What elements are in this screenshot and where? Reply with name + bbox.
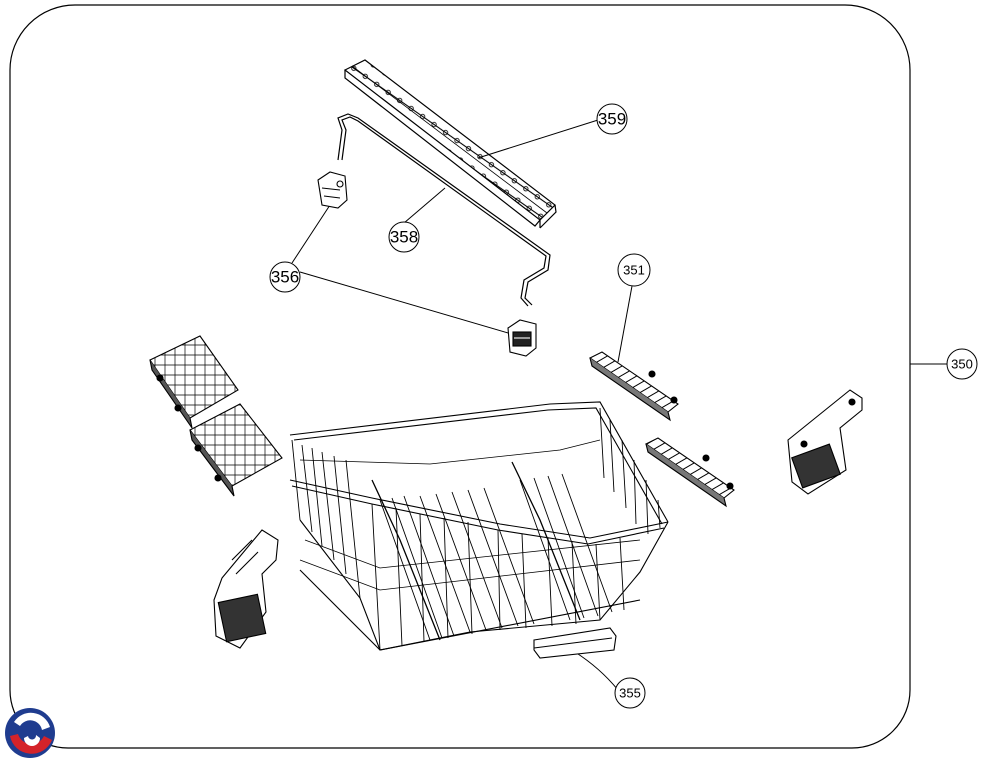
part-rack-adjuster-left — [213, 529, 279, 649]
part-rack-adjuster-right — [787, 389, 863, 495]
callout-355: 355 — [614, 677, 646, 709]
frame-border — [9, 4, 911, 749]
svg-text:355: 355 — [619, 686, 641, 701]
leader-356-b — [299, 271, 516, 336]
company-logo-icon — [5, 708, 55, 758]
callout-351: 351 — [617, 253, 651, 287]
part-356-rail-clip-lower — [507, 319, 537, 357]
part-350-upper-basket — [289, 401, 669, 651]
part-left-tine-rack-1 — [149, 335, 239, 429]
svg-text:359: 359 — [598, 110, 626, 129]
part-left-tine-rack-2 — [189, 403, 283, 497]
part-358-rail-wire — [337, 113, 551, 307]
leader-lines — [291, 119, 947, 691]
callout-358: 358 — [388, 221, 420, 253]
part-351-tine-rack-1 — [588, 351, 679, 422]
part-351-tine-rack-2 — [644, 437, 735, 508]
part-356-rail-clip-upper — [317, 171, 348, 209]
leader-355 — [574, 651, 619, 691]
svg-text:356: 356 — [271, 268, 299, 287]
part-355-basket-handle — [533, 627, 617, 659]
leader-358 — [403, 187, 446, 224]
callout-359: 359 — [596, 103, 628, 135]
svg-text:350: 350 — [951, 357, 973, 372]
callout-350: 350 — [946, 348, 978, 380]
svg-text:358: 358 — [390, 228, 418, 247]
leader-356-a — [291, 204, 331, 264]
svg-text:351: 351 — [623, 263, 645, 278]
callout-356: 356 — [269, 261, 301, 293]
leader-359 — [477, 119, 599, 159]
leader-351 — [617, 285, 633, 363]
part-359-cup-shelf — [343, 59, 557, 229]
